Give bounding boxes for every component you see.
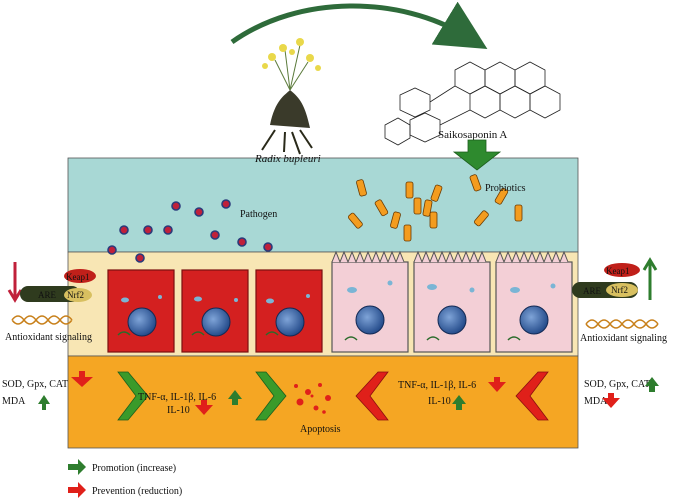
damaged-cell — [255, 269, 323, 353]
submucosa-layer — [67, 355, 579, 449]
healthy-cell — [495, 250, 573, 353]
left-proinflammatory-label: TNF-α, IL-1β, IL-6 — [138, 392, 216, 403]
probiotics-cluster — [347, 174, 523, 242]
right-keap1-label: Keap1 — [606, 266, 630, 276]
pathogen-cluster — [107, 199, 273, 263]
right-pro-down-arrow — [488, 377, 506, 392]
left-enzymes-down-arrow — [71, 371, 93, 387]
right-signaling-label: Antioxidant signaling — [580, 333, 667, 344]
compound-label: Saikosaponin A — [438, 129, 507, 141]
right-nrf2-panel: Keap1 Nrf2 ARE Antioxidant signaling SOD… — [572, 257, 667, 408]
right-keap1-badge — [604, 263, 640, 277]
left-signaling-label: Antioxidant signaling — [5, 332, 92, 343]
left-keap1-badge — [64, 269, 96, 283]
legend-promotion-arrow — [68, 459, 86, 475]
compound-down-arrow — [452, 139, 502, 171]
right-il10-up-arrow — [452, 395, 466, 410]
damaged-cell — [181, 269, 249, 353]
right-enzymes-up-arrow — [645, 377, 659, 392]
right-proinflammatory-label: TNF-α, IL-1β, IL-6 — [398, 380, 476, 391]
right-nrf2-badge — [606, 283, 638, 297]
middle-red-block-arrow — [355, 371, 389, 421]
pathogen-label: Pathogen — [240, 209, 277, 220]
left-il10-down-arrow — [195, 400, 213, 415]
healthy-cells — [331, 250, 573, 353]
damaged-cell — [107, 269, 175, 353]
right-up-arrow — [642, 257, 658, 300]
saikosaponin-structure — [384, 61, 561, 146]
healthy-cell — [331, 250, 409, 353]
left-mda-label: MDA — [2, 396, 26, 407]
left-nrf2-panel: Keap1 Nrf2 ARE Antioxidant signaling SOD… — [2, 262, 96, 410]
middle-green-block-arrow — [255, 371, 287, 421]
healthy-cell — [413, 250, 491, 353]
plant-label: Radix bupleuri — [254, 153, 321, 165]
left-il10-label: IL-10 — [167, 405, 190, 416]
left-nrf2-badge — [64, 288, 92, 302]
apoptosis-label: Apoptosis — [300, 424, 341, 435]
left-mda-up-arrow — [38, 395, 50, 410]
right-mda-label: MDA — [584, 396, 608, 407]
right-enzymes-label: SOD, Gpx, CAT — [584, 379, 650, 390]
left-pro-up-arrow — [228, 390, 242, 405]
legend-promotion-label: Promotion (increase) — [92, 463, 176, 474]
plant-illustration — [261, 38, 321, 155]
right-dna-strand — [585, 319, 659, 329]
left-dna-strand — [11, 315, 73, 325]
left-down-arrow — [7, 262, 23, 303]
legend-prevention-arrow — [68, 482, 86, 498]
right-nrf2-label: Nrf2 — [611, 285, 628, 295]
left-are-label: ARE — [38, 290, 57, 300]
legend-prevention-label: Prevention (reduction) — [92, 486, 182, 497]
right-il10-label: IL-10 — [428, 396, 451, 407]
left-keap1-label: Keap1 — [66, 272, 90, 282]
left-enzymes-label: SOD, Gpx, CAT — [2, 379, 68, 390]
legend: Promotion (increase) Prevention (reducti… — [68, 459, 182, 498]
left-green-block-arrow — [117, 371, 149, 421]
transform-curve-arrow — [230, 1, 488, 49]
damaged-cells — [107, 269, 323, 353]
right-are-label: ARE — [583, 286, 602, 296]
probiotics-label: Probiotics — [485, 183, 526, 194]
left-nrf2-label: Nrf2 — [67, 290, 84, 300]
right-mda-down-arrow — [602, 393, 620, 408]
lumen-layer — [67, 157, 579, 253]
apoptosis-debris — [294, 383, 331, 414]
right-red-block-arrow — [515, 371, 549, 421]
